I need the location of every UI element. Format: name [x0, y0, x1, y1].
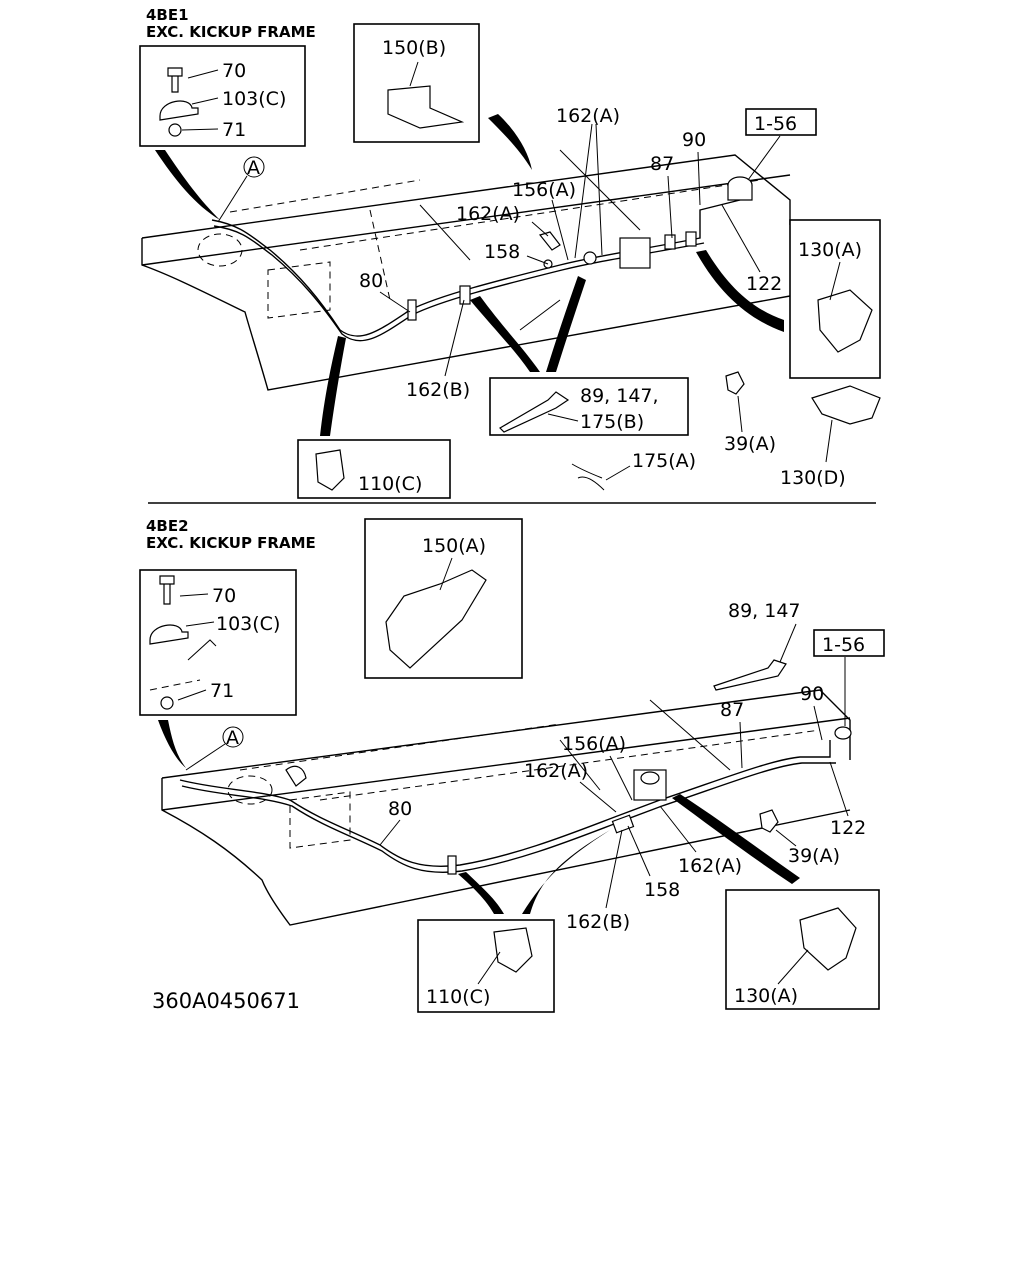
callout-130d-4be1: 130(D): [780, 467, 846, 489]
callout-158-4be1: 158: [484, 241, 520, 263]
frame-subtitle-4be2: EXC. KICKUP FRAME: [146, 534, 316, 552]
inset-clip-130a-4be2: 130(A): [725, 889, 880, 1010]
frame-rail-4be1: [141, 149, 791, 391]
clip-110c-icon: [315, 449, 345, 491]
inset-clip-130a-4be1: 130(A): [789, 219, 881, 379]
ref-1-56-4be1: 1-56: [754, 113, 797, 135]
callout-162a-left-4be2: 162(A): [524, 760, 588, 782]
callout-156a-4be1: 156(A): [512, 179, 576, 201]
callout-103c-4be2: 103(C): [216, 613, 280, 635]
callout-162b-4be2: 162(B): [566, 911, 630, 933]
callout-122-4be1: 122: [746, 273, 782, 295]
callout-80-4be1: 80: [359, 270, 383, 292]
engine-title-4be2: 4BE2: [146, 517, 189, 535]
callout-162a-top-4be1: 162(A): [556, 105, 620, 127]
clip-icon: [149, 624, 189, 645]
callout-150b: 150(B): [382, 37, 446, 59]
callout-39a-4be1: 39(A): [724, 433, 776, 455]
nut-icon: [160, 696, 174, 710]
clip-130a-icon: [799, 907, 857, 971]
callout-87-4be2: 87: [720, 699, 744, 721]
callout-162b-4be1: 162(B): [406, 379, 470, 401]
engine-title-4be1: 4BE1: [146, 6, 189, 24]
callout-110c-4be1: 110(C): [358, 473, 422, 495]
nut-icon: [168, 123, 182, 137]
callout-70-4be1: 70: [222, 60, 246, 82]
section-4be2: 4BE2 EXC. KICKUP FRAME A: [139, 517, 885, 1013]
clip-110c-icon: [493, 927, 533, 973]
frame-subtitle-4be1: EXC. KICKUP FRAME: [146, 23, 316, 41]
inset-cable-tie-4be1: 89, 147, 175(B): [489, 377, 689, 436]
inset-clip-110c-4be2: 110(C): [417, 919, 555, 1013]
clip-130d-icon: [811, 385, 881, 425]
inset-bolt-clip-4be2: 70 103(C) 71: [139, 569, 297, 716]
callout-156a-4be2: 156(A): [562, 733, 626, 755]
clip-175a-icon: [571, 463, 605, 491]
ref-a-4be1: A: [247, 157, 260, 179]
bolt-icon: [159, 575, 175, 605]
callout-103c-4be1: 103(C): [222, 88, 286, 110]
callout-70-4be2: 70: [212, 585, 236, 607]
callout-71-4be1: 71: [222, 119, 246, 141]
callout-90-4be2: 90: [800, 683, 824, 705]
callout-87-4be1: 87: [650, 153, 674, 175]
bracket-icon: [385, 569, 487, 669]
ref-1-56-4be2: 1-56: [822, 634, 865, 656]
cable-tie-icon: [499, 391, 570, 433]
callout-110c-4be2: 110(C): [426, 986, 490, 1008]
inset-bracket-150b: 150(B): [353, 23, 480, 143]
callout-130a-4be1: 130(A): [798, 239, 862, 261]
drawing-number: 360A0450671: [152, 989, 300, 1013]
callout-175b-4be1: 175(B): [580, 411, 644, 433]
section-4be1: 4BE1 EXC. KICKUP FRAME: [139, 6, 881, 499]
ref-a-4be2: A: [226, 727, 239, 749]
callout-90-4be1: 90: [682, 129, 706, 151]
callout-80-4be2: 80: [388, 798, 412, 820]
callout-130a-4be2: 130(A): [734, 985, 798, 1007]
callout-175a-4be1: 175(A): [632, 450, 696, 472]
inset-bolt-clip-4be1: 70 103(C) 71: [139, 45, 306, 147]
callout-89-147-4be2: 89, 147: [728, 600, 801, 622]
bolt-icon: [167, 67, 183, 93]
frame-rail-4be2: [161, 689, 851, 926]
fuel-line-4be2: [179, 726, 852, 875]
inset-clip-110c-4be1: 110(C): [297, 439, 451, 499]
callout-39a-4be2: 39(A): [788, 845, 840, 867]
bracket-icon: [387, 85, 465, 129]
clip-icon: [159, 100, 199, 121]
cable-tie-icon-4be2: [713, 659, 787, 691]
callout-71-4be2: 71: [210, 680, 234, 702]
callout-122-4be2: 122: [830, 817, 866, 839]
callout-162a-right-4be2: 162(A): [678, 855, 742, 877]
clip-39a-icon-4be2: [759, 809, 779, 833]
inset-bracket-150a: 150(A): [364, 518, 523, 679]
callout-158-4be2: 158: [644, 879, 680, 901]
clip-130a-icon: [817, 289, 873, 353]
callout-150a: 150(A): [422, 535, 486, 557]
clip-39a-icon-4be1: [725, 371, 745, 395]
callout-89-147-4be1: 89, 147,: [580, 385, 659, 407]
callout-162a-mid-4be1: 162(A): [456, 203, 520, 225]
